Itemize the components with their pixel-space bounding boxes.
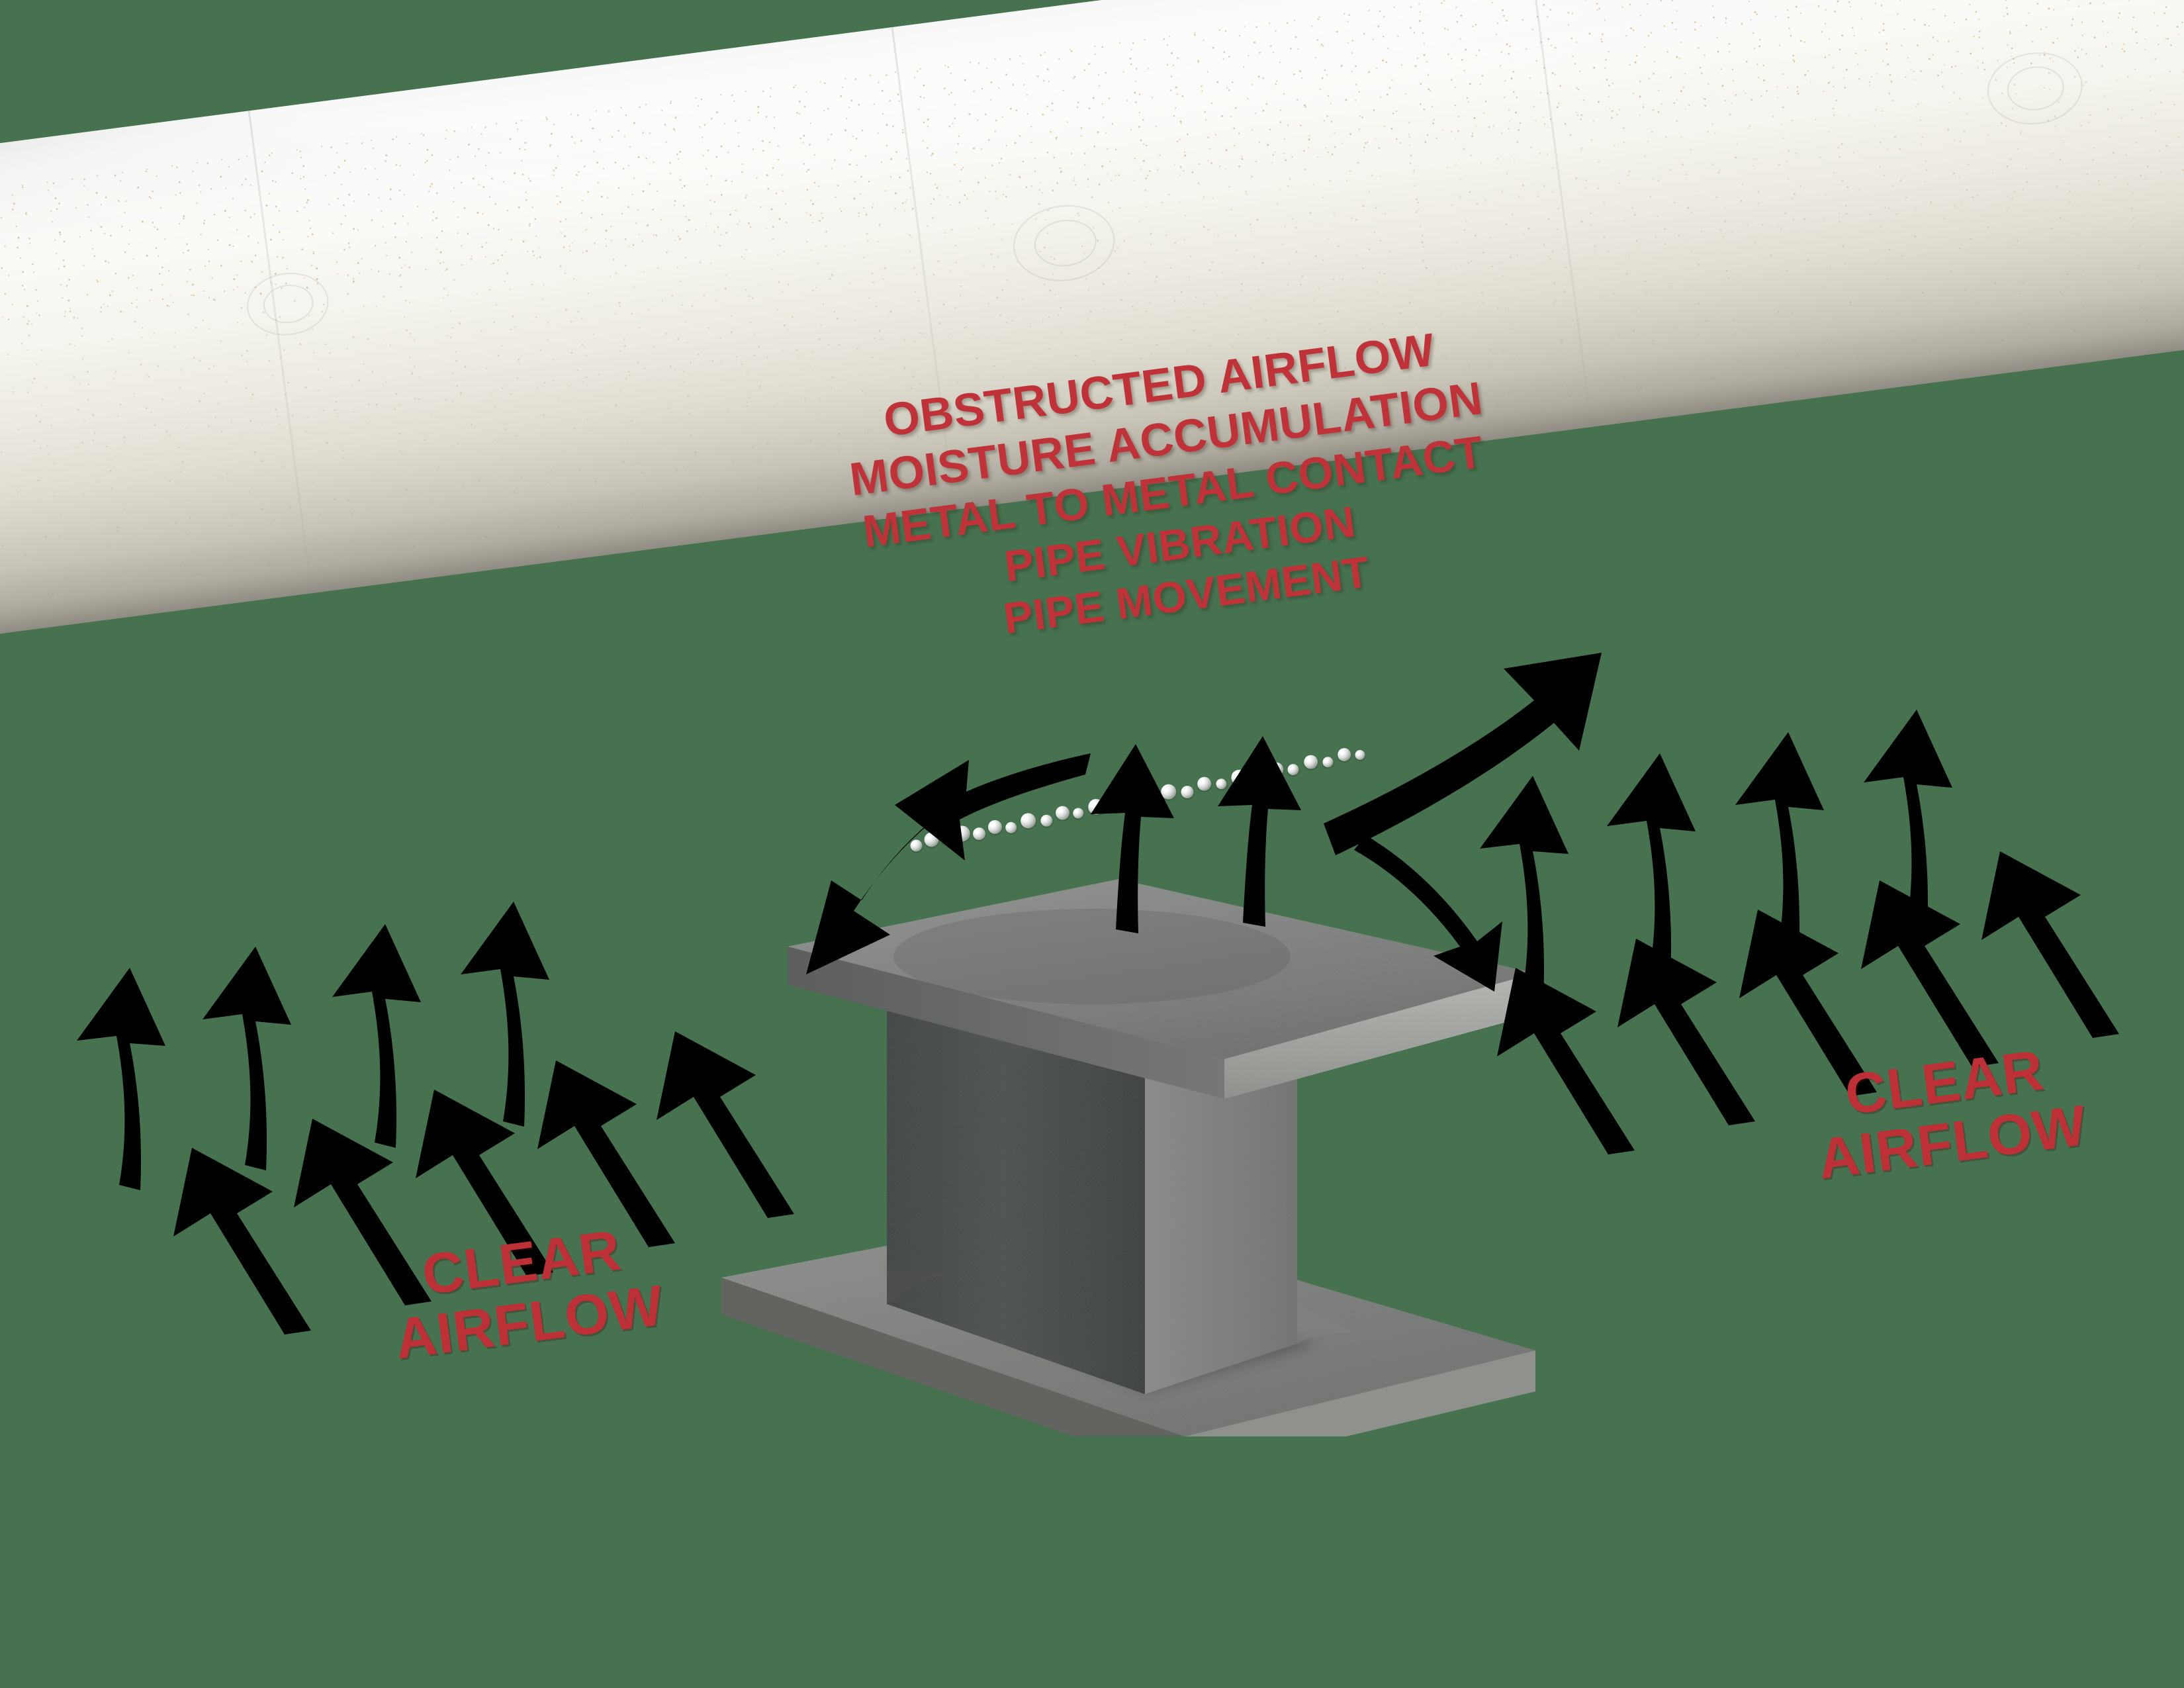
clear-airflow-label-left: CLEAR AIRFLOW [384, 1215, 667, 1371]
moisture-bead [1054, 805, 1071, 821]
clear-airflow-right-back-row [1480, 710, 1952, 998]
moisture-bead [953, 824, 972, 843]
moisture-bead [1267, 761, 1285, 778]
moisture-bead [1180, 784, 1195, 800]
moisture-bead [1322, 756, 1334, 769]
moisture-bead [1196, 776, 1212, 792]
moisture-bead [923, 831, 940, 848]
clear-airflow-left-back-row [77, 902, 549, 1190]
moisture-bead [1337, 747, 1352, 763]
moisture-bead [940, 833, 953, 846]
moisture-bead [1040, 814, 1054, 827]
moisture-bead [987, 819, 1003, 835]
moisture-bead [1109, 800, 1122, 814]
moisture-bead [1005, 821, 1018, 834]
clear-airflow-label-right: CLEAR AIRFLOW [1807, 1035, 2090, 1191]
moisture-bead [1144, 792, 1157, 806]
moisture-bead [1087, 798, 1105, 816]
moisture-bead [1072, 807, 1085, 820]
moisture-bead [1302, 754, 1319, 770]
moisture-bead [972, 826, 987, 841]
moisture-bead [1287, 763, 1300, 776]
beam-web [887, 970, 1357, 1394]
moisture-bead [1019, 812, 1037, 829]
moisture-bead [1124, 790, 1142, 807]
moisture-bead [1251, 770, 1265, 784]
moisture-bead [909, 839, 923, 853]
moisture-bead [1215, 778, 1228, 790]
moisture-bead [1160, 783, 1177, 801]
moisture-bead [1230, 769, 1248, 787]
moisture-bead [1354, 749, 1366, 761]
steel-i-beam [721, 841, 1535, 1436]
